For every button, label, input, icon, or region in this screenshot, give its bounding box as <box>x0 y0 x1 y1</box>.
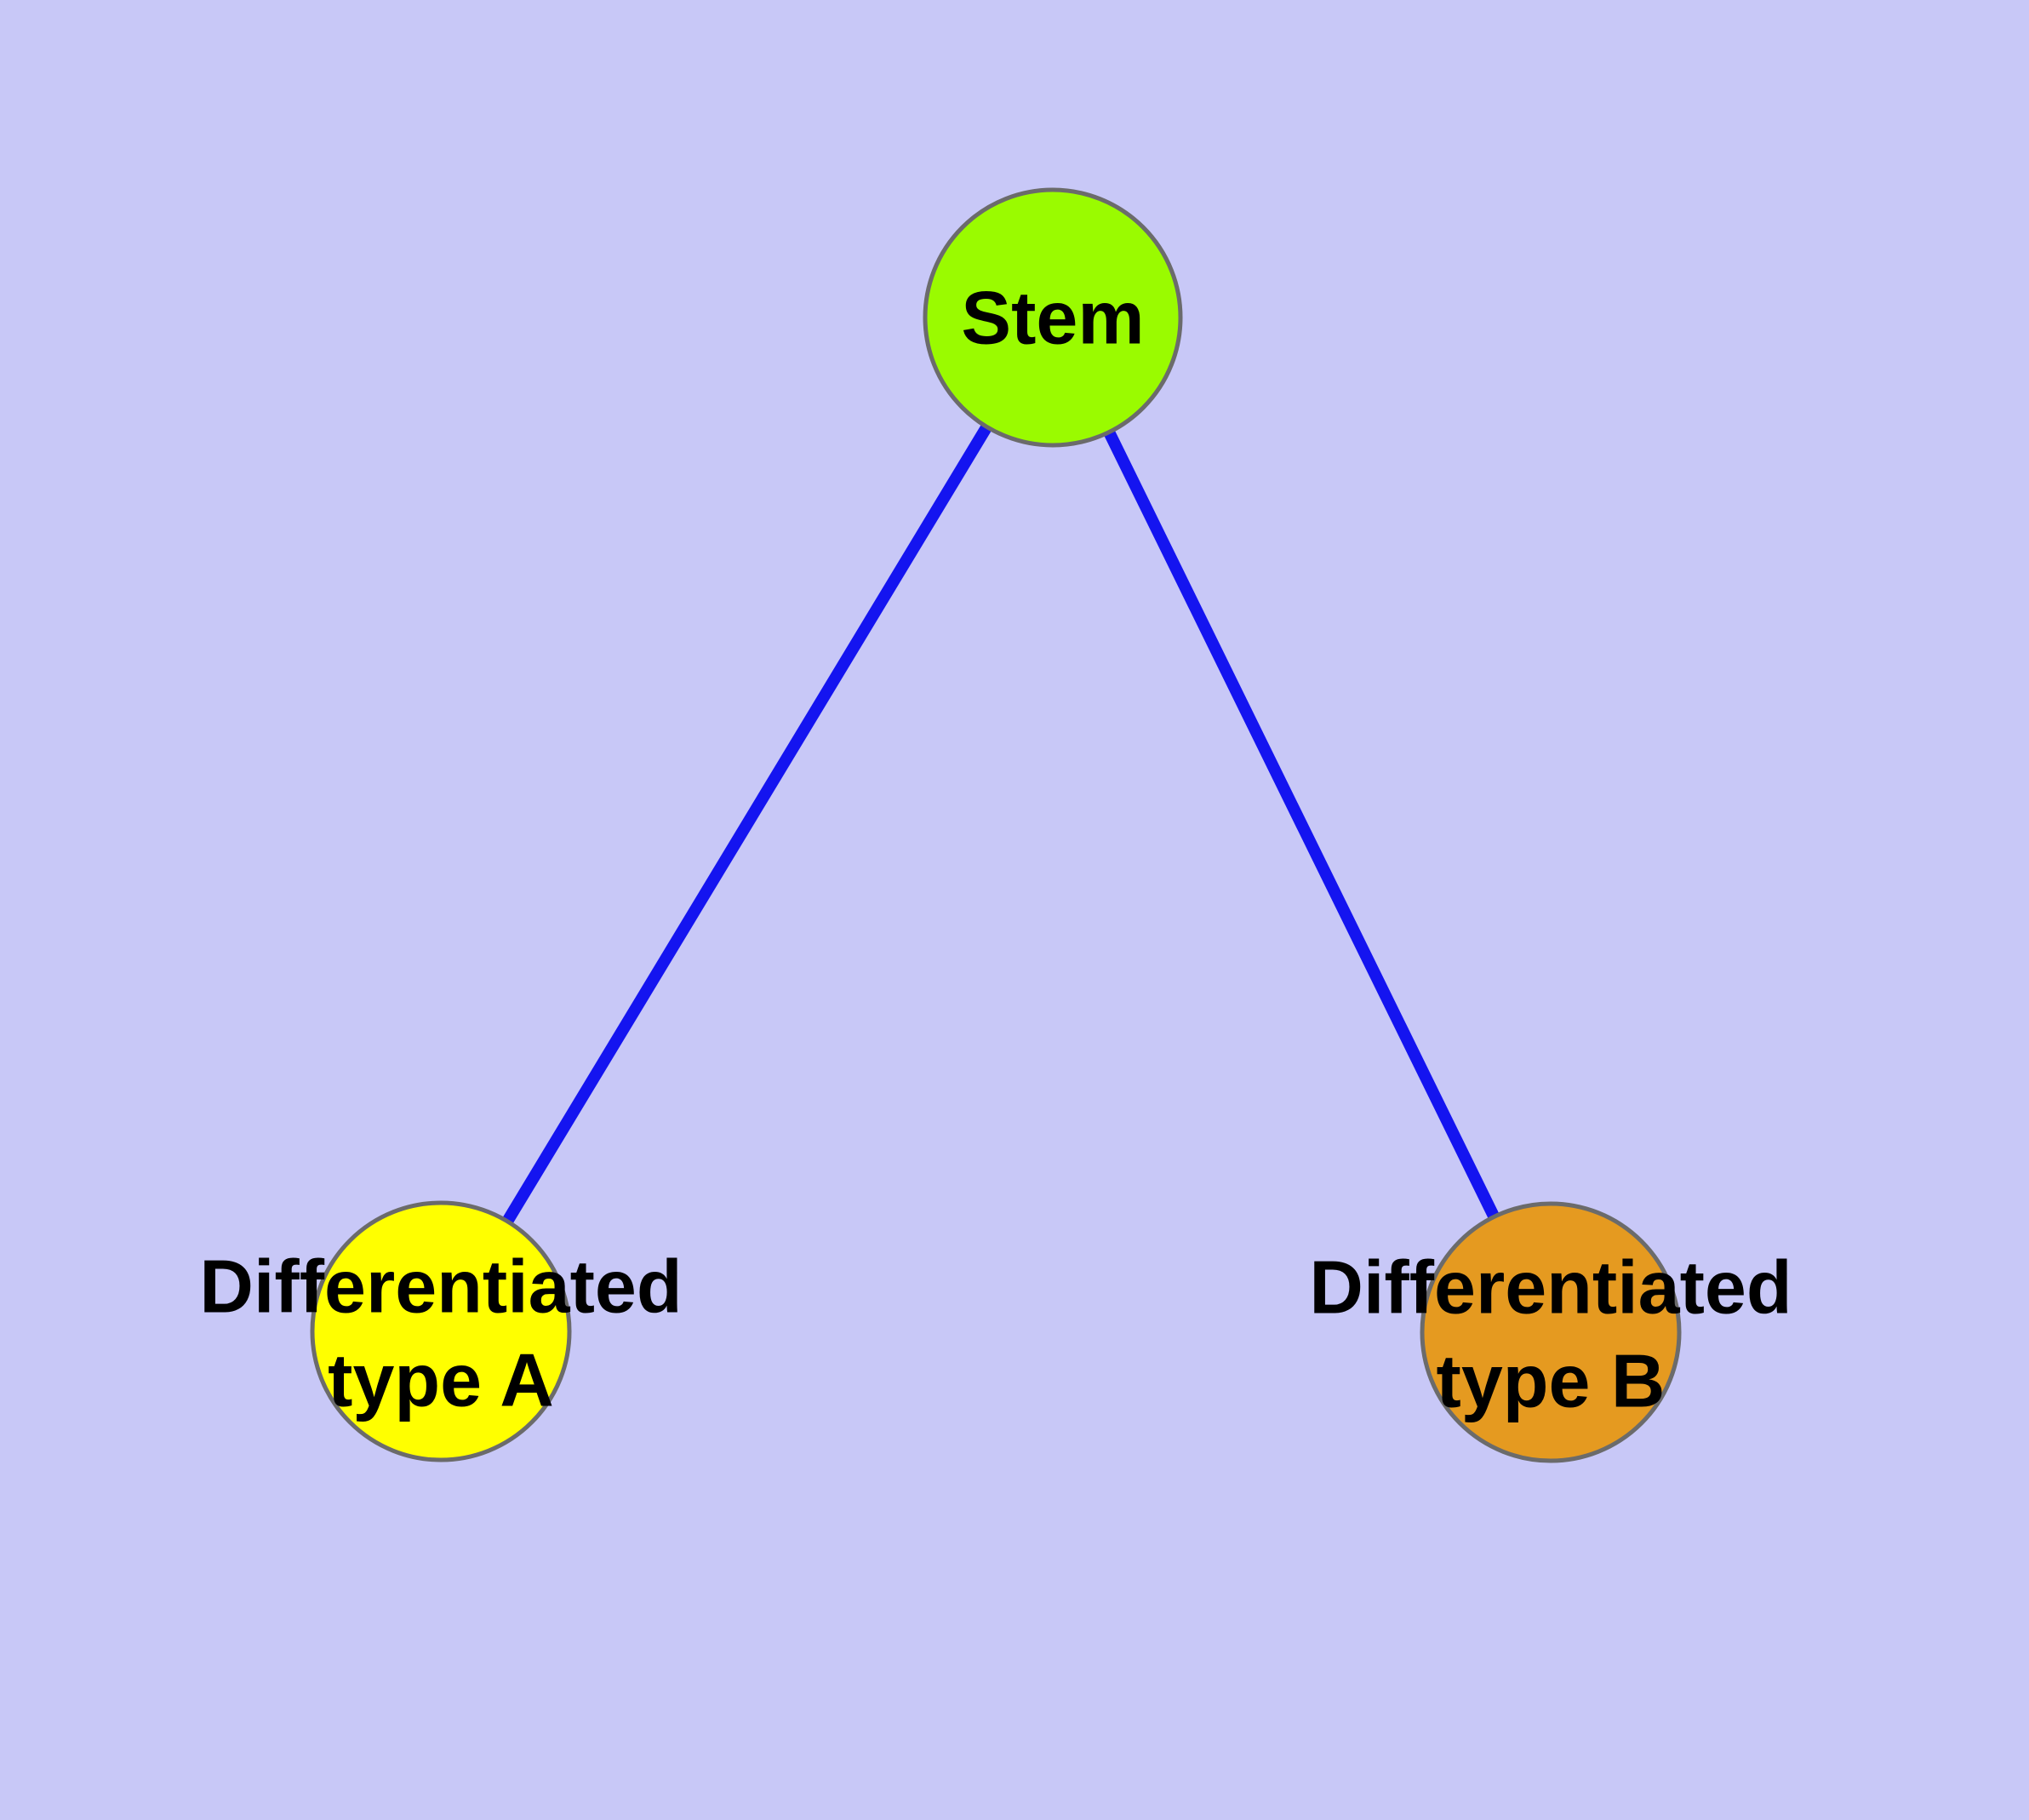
node-differentiated-type-a: Differentiated type A <box>199 1200 683 1462</box>
node-stem: Stem <box>923 187 1183 448</box>
node-type-b-label-line1: Differentiated <box>1309 1245 1792 1330</box>
edge-stem-to-type-b <box>1047 314 1557 1336</box>
node-type-a-label-line2: type A <box>328 1338 554 1422</box>
node-stem-circle <box>923 187 1183 448</box>
node-type-b-label-line2: type B <box>1437 1339 1666 1423</box>
node-stem-label: Stem <box>961 276 1144 360</box>
node-type-a-label-line1: Differentiated <box>199 1245 682 1329</box>
edge-stem-to-type-a <box>436 314 1058 1335</box>
node-type-a-circle <box>310 1200 572 1462</box>
node-type-b-circle <box>1420 1201 1682 1463</box>
node-differentiated-type-b: Differentiated type B <box>1309 1201 1792 1463</box>
